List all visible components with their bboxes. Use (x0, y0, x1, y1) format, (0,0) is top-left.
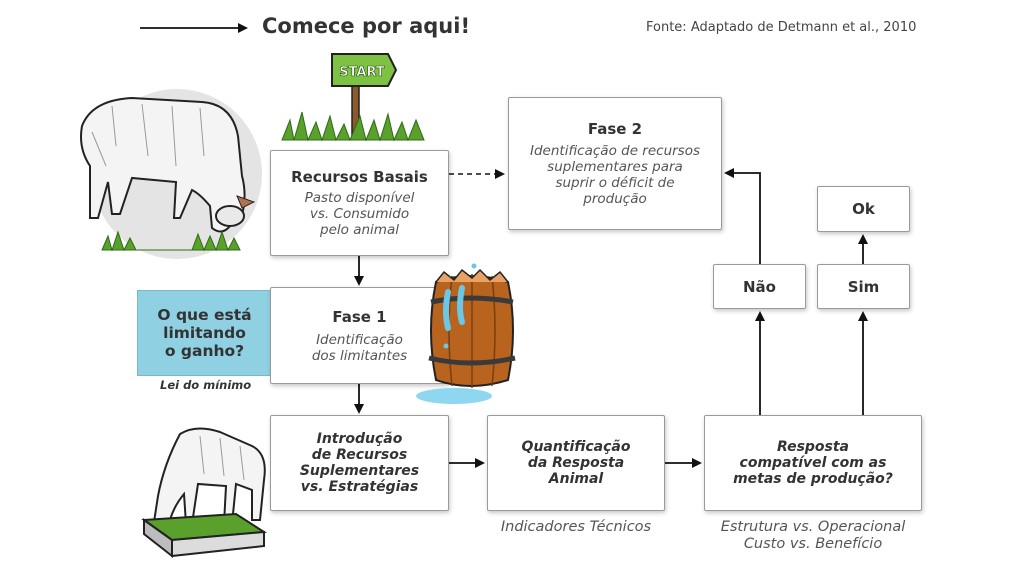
limiting-question-line: o ganho? (164, 342, 245, 360)
arrow-nao-to-fase2 (724, 168, 761, 264)
quantificacao-line: Animal (548, 471, 604, 487)
quantificacao-line: Quantificação (521, 439, 631, 455)
quantificacao-line: da Resposta (527, 455, 625, 471)
sim-box: Sim (817, 264, 910, 309)
indicadores-note: Indicadores Técnicos (500, 519, 652, 535)
recursos-basais-box: Recursos Basais Pasto disponível vs. Con… (270, 150, 449, 256)
sim-label: Sim (847, 277, 880, 296)
introducao-box: Introdução de Recursos Suplementares vs.… (270, 415, 449, 511)
estrutura-note: Estrutura vs. Operacional Custo vs. Bene… (704, 519, 922, 553)
fase1-title: Fase 1 (332, 307, 387, 326)
introducao-line: Suplementares (299, 463, 420, 479)
quantificacao-box: Quantificação da Resposta Animal (487, 415, 665, 511)
fase1-box: Fase 1 Identificação dos limitantes (270, 287, 449, 384)
ok-label: Ok (852, 200, 875, 218)
fase2-line: produção (583, 191, 647, 207)
introducao-line: vs. Estratégias (300, 479, 419, 495)
nao-box: Não (713, 264, 806, 309)
resposta-line: metas de produção? (733, 471, 893, 487)
recursos-basais-line: Pasto disponível (304, 190, 415, 206)
start-sign-illustration: START (281, 53, 425, 142)
estrutura-line: Estrutura vs. Operacional (720, 519, 906, 535)
cow-feeding-trough-illustration (141, 427, 268, 559)
introducao-line: Introdução (316, 431, 403, 447)
limiting-question-line: limitando (163, 324, 246, 342)
grazing-cow-illustration (80, 89, 262, 259)
limiting-question-line: O que está (157, 306, 252, 324)
fase2-line: suplementares para (547, 159, 683, 175)
fase1-line: Identificação (316, 331, 403, 348)
leaking-barrel-illustration (416, 263, 516, 404)
introducao-line: de Recursos (311, 447, 408, 463)
ok-box: Ok (817, 186, 910, 232)
lei-do-minimo-caption: Lei do mínimo (160, 378, 252, 392)
source-credit: Fonte: Adaptado de Detmann et al., 2010 (646, 20, 917, 35)
limiting-question-box: O que está limitando o ganho? (137, 290, 272, 376)
start-sign-label: START (339, 65, 385, 80)
fase2-box: Fase 2 Identificação de recursos supleme… (508, 97, 722, 230)
fase2-line: Identificação de recursos (530, 143, 700, 159)
fase2-title: Fase 2 (587, 120, 643, 138)
nao-label: Não (743, 277, 776, 296)
recursos-basais-line: vs. Consumido (309, 206, 410, 222)
recursos-basais-title: Recursos Basais (291, 168, 428, 186)
resposta-line: Resposta (776, 439, 850, 455)
resposta-line: compatível com as (739, 455, 887, 471)
resposta-box: Resposta compatível com as metas de prod… (704, 415, 922, 511)
start-title: Comece por aqui! (262, 14, 471, 38)
recursos-basais-line: pelo animal (320, 222, 399, 238)
custo-line: Custo vs. Benefício (743, 536, 883, 552)
fase1-line: dos limitantes (311, 347, 408, 364)
fase2-line: suprir o déficit de (555, 175, 675, 191)
